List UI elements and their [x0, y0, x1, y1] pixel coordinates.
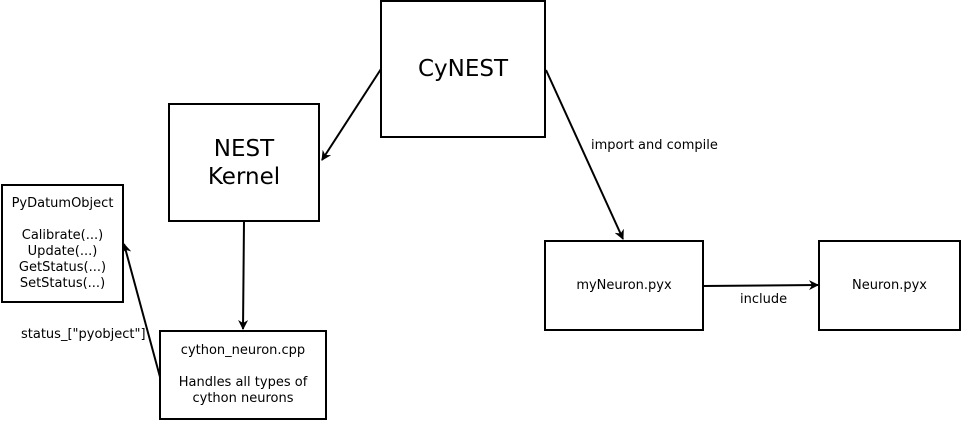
node-text-line: cython_neuron.cpp	[180, 343, 306, 358]
node-text-line	[179, 359, 308, 375]
node-text-line: cython neurons	[192, 391, 294, 406]
edge-label-include: include	[740, 292, 788, 307]
node-text-line: myNeuron.pyx	[576, 277, 672, 293]
edge-cynest-to-kernel	[321, 68, 382, 161]
node-text-line: Update(...)	[27, 243, 98, 259]
node-text-line: Kernel	[207, 163, 281, 190]
node-text-line: GetStatus(...)	[18, 259, 107, 275]
node-cynest-text: CyNEST	[418, 55, 508, 83]
edge-myneuron-to-neuron	[702, 280, 819, 291]
node-myneuron: myNeuron.pyx	[544, 240, 704, 331]
node-text-line: PyDatumObject	[11, 195, 114, 211]
node-text-line: CyNEST	[417, 56, 509, 82]
edge-label-status-pyobject: status_["pyobject"]	[21, 327, 146, 342]
node-myneuron-text: myNeuron.pyx	[576, 278, 671, 294]
node-text-line: Neuron.pyx	[852, 277, 927, 293]
node-text-line: Handles all types of	[178, 375, 308, 390]
node-neuron-text: Neuron.pyx	[852, 278, 927, 294]
node-pydatum-object-text: PyDatumObject Calibrate(...)Update(...)G…	[12, 196, 114, 292]
node-cynest: CyNEST	[380, 0, 546, 138]
edge-cython-to-pydatum	[121, 243, 161, 378]
edge-cynest-to-myneuron	[545, 69, 624, 240]
node-pydatum-object: PyDatumObject Calibrate(...)Update(...)G…	[1, 184, 124, 303]
node-text-line: Calibrate(...)	[21, 227, 104, 243]
node-neuron: Neuron.pyx	[818, 240, 961, 331]
node-text-line: SetStatus(...)	[19, 275, 106, 291]
edge-kernel-to-cython	[238, 220, 249, 330]
node-text-line	[12, 212, 114, 228]
edge-label-import-compile: import and compile	[591, 138, 718, 153]
node-text-line: NEST	[213, 135, 275, 162]
